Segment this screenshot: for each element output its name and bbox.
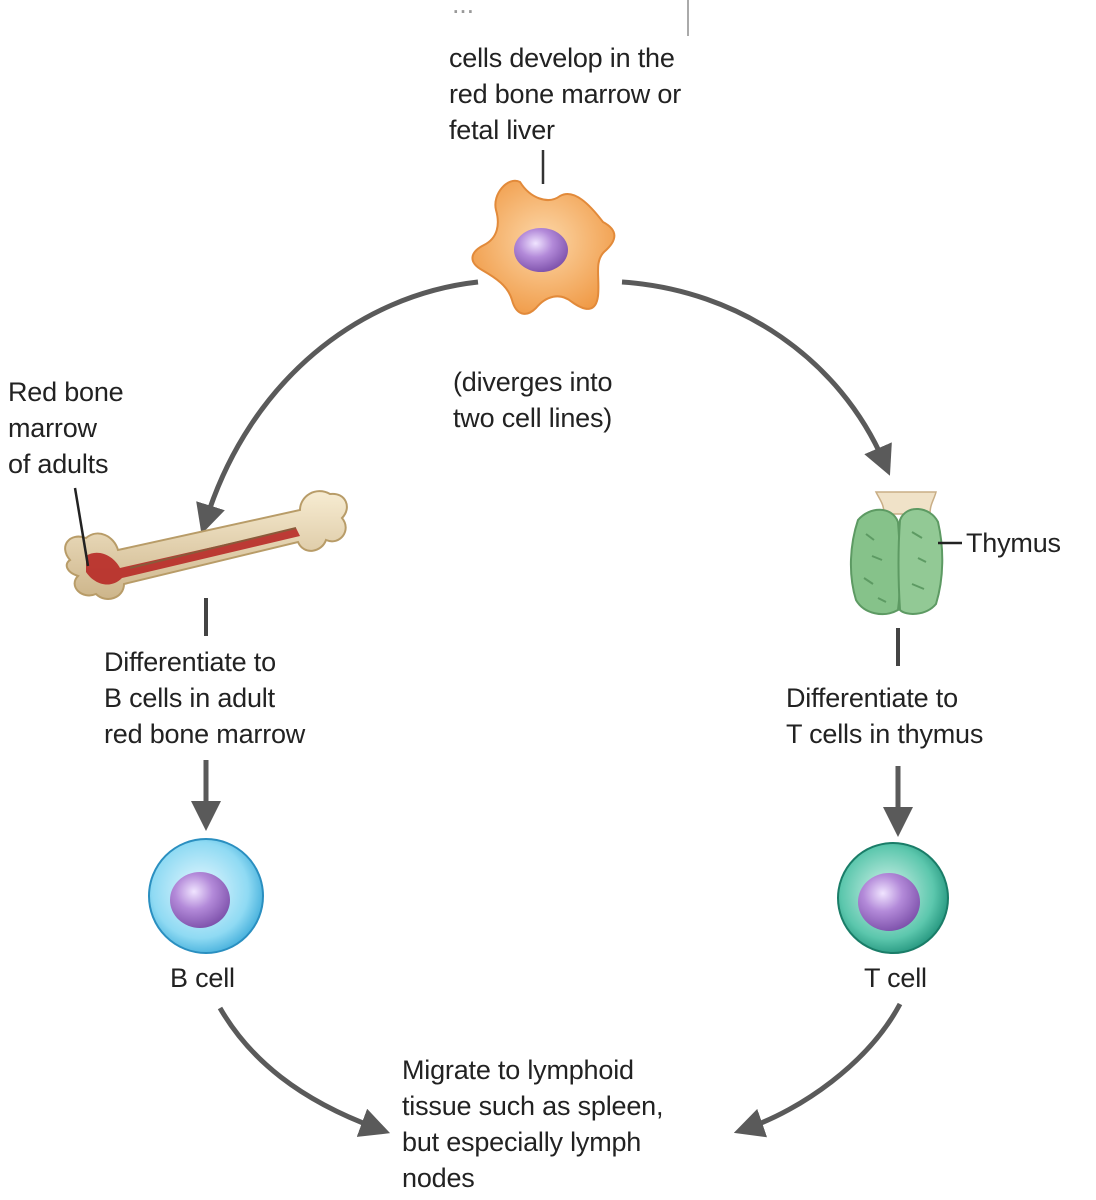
arrow-t-cell-to-lymphoid-tissue [733,1002,903,1138]
stem-cell-caption: cells develop in the red bone marrow or … [449,43,682,145]
arrow-stem-to-bone-marrow [196,279,479,535]
top-clipped-text: ... [452,0,474,19]
t-cell-icon [837,842,949,954]
b-cell-label: B cell [170,963,235,993]
thymus-icon [849,491,944,616]
t-differentiate-caption: Differentiate to T cells in thymus [786,683,984,749]
b-cell-icon [148,838,264,954]
bone-icon [64,490,348,600]
b-differentiate-caption: Differentiate to B cells in adult red bo… [104,647,306,749]
bone-marrow-leader-line [73,487,90,567]
divergence-caption: (diverges into two cell lines) [453,367,613,433]
bone-marrow-label: Red bone marrow of adults [8,377,124,479]
stem-cell-icon [471,179,616,315]
thymus-label: Thymus [966,528,1061,558]
t-cell-label: T cell [864,963,927,993]
migrate-caption: Migrate to lymphoid tissue such as splee… [402,1055,664,1193]
arrow-b-cell-to-lymphoid-tissue [217,1006,391,1137]
arrow-stem-to-thymus [621,279,892,476]
